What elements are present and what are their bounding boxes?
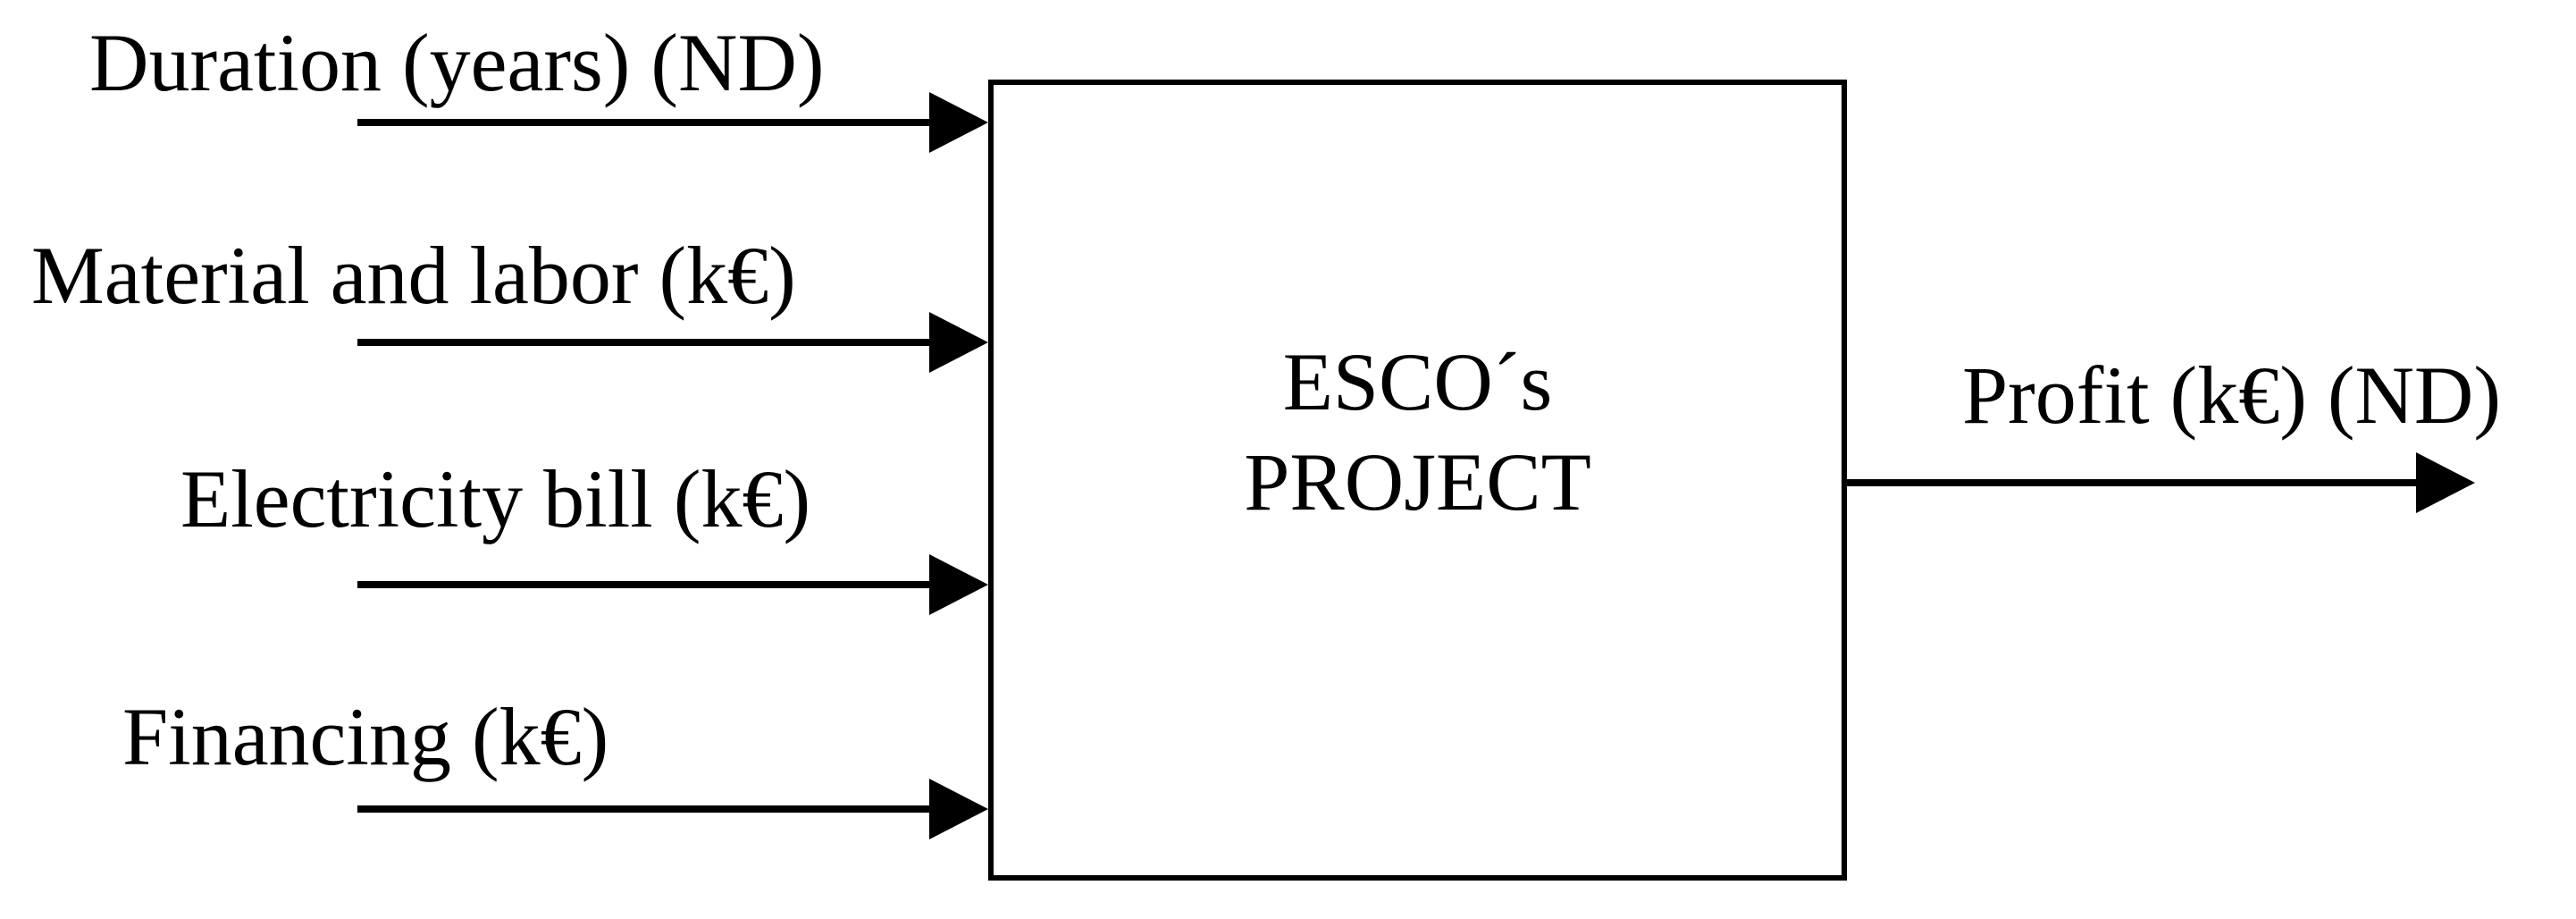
arrow-right-icon bbox=[929, 92, 988, 153]
process-box-label-line1: ESCO´s bbox=[1282, 336, 1553, 427]
arrow-shaft bbox=[357, 581, 938, 588]
process-box-label-line2: PROJECT bbox=[1244, 436, 1591, 527]
arrow-shaft bbox=[357, 805, 938, 813]
arrow-right-icon bbox=[2416, 452, 2475, 513]
process-box-label: ESCO´s PROJECT bbox=[994, 332, 1842, 532]
arrow-right-icon bbox=[929, 554, 988, 615]
input-label-duration: Duration (years) (ND) bbox=[89, 17, 825, 108]
arrow-right-icon bbox=[929, 312, 988, 373]
process-box: ESCO´s PROJECT bbox=[988, 80, 1847, 881]
input-label-material-labor: Material and labor (k€) bbox=[31, 230, 796, 321]
arrow-shaft bbox=[1845, 479, 2425, 486]
input-label-electricity-bill: Electricity bill (k€) bbox=[180, 453, 811, 544]
arrow-shaft bbox=[357, 119, 938, 126]
input-label-financing: Financing (k€) bbox=[122, 691, 609, 782]
output-label-profit: Profit (k€) (ND) bbox=[1962, 350, 2501, 441]
arrow-shaft bbox=[357, 339, 938, 346]
arrow-right-icon bbox=[929, 779, 988, 839]
